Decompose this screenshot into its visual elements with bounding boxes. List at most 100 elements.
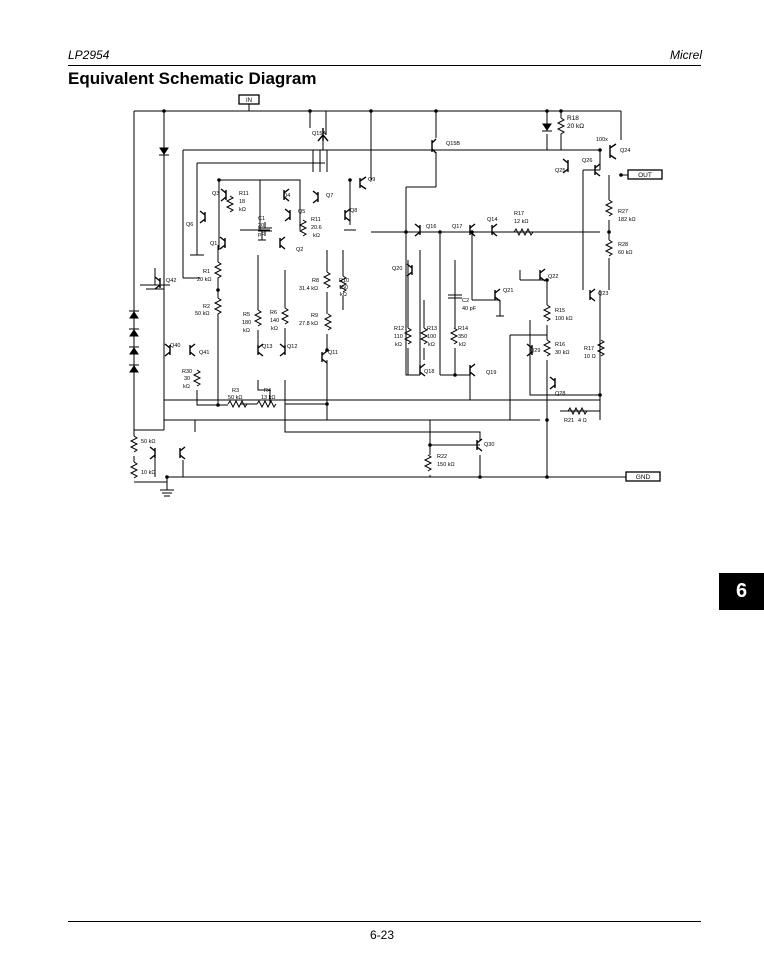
label-r21: R21 <box>564 418 574 424</box>
label-r8: R8 <box>312 278 319 284</box>
label-c2-value: 40 pF <box>462 306 477 312</box>
label-r11b-value: 20.6 <box>311 225 322 231</box>
label-q15a: Q15A <box>312 131 326 137</box>
label-r2-value: 50 kΩ <box>195 311 210 317</box>
label-q5: Q5 <box>298 209 305 215</box>
label-r5-unit: kΩ <box>243 328 250 334</box>
label-r11a-value: 18 <box>239 199 245 205</box>
label-r6-value: 140 <box>270 318 279 324</box>
label-q20: Q20 <box>392 266 402 272</box>
label-q22: Q22 <box>548 274 558 280</box>
label-r3-value: 50 kΩ <box>228 395 243 401</box>
label-q25: Q25 <box>555 168 565 174</box>
label-q40: Q40 <box>170 343 180 349</box>
label-q18: Q18 <box>424 369 434 375</box>
pin-gnd: GND <box>625 471 661 482</box>
label-r-50k: 50 kΩ <box>141 439 156 445</box>
label-q30: Q30 <box>484 442 494 448</box>
label-r11a-unit: kΩ <box>239 207 246 213</box>
label-r16-value: 30 kΩ <box>555 350 570 356</box>
label-q9: Q9 <box>368 177 375 183</box>
label-r12-unit: kΩ <box>395 342 402 348</box>
label-q13: Q13 <box>262 344 272 350</box>
label-100x: 100x <box>596 137 608 143</box>
label-c1-unit: pF <box>258 232 265 238</box>
transistors <box>149 128 617 460</box>
label-q17: Q17 <box>452 224 462 230</box>
label-r6-unit: kΩ <box>271 326 278 332</box>
pin-in-label: IN <box>246 98 252 104</box>
label-q29: Q29 <box>530 348 540 354</box>
label-r27: R27 <box>618 209 628 215</box>
label-q2: Q2 <box>296 247 303 253</box>
label-q23: Q23 <box>598 291 608 297</box>
label-q41: Q41 <box>199 350 209 356</box>
label-r2: R2 <box>203 304 210 310</box>
label-q3: Q3 <box>212 191 219 197</box>
label-r10-unit: kΩ <box>340 292 347 298</box>
label-q15b: Q15B <box>446 141 460 147</box>
label-c2: C2 <box>462 298 469 304</box>
label-q42: Q42 <box>166 278 176 284</box>
label-r17a-value: 12 kΩ <box>514 219 529 225</box>
label-r17b: R17 <box>584 346 594 352</box>
label-r9-value: 27.8 kΩ <box>299 321 318 327</box>
label-r14-value: 350 <box>458 334 467 340</box>
label-r28-value: 60 kΩ <box>618 250 633 256</box>
label-q7: Q7 <box>326 193 333 199</box>
label-r4: R4 <box>264 388 271 394</box>
label-r16: R16 <box>555 342 565 348</box>
label-c1-value: 20 <box>258 223 264 229</box>
label-r18-value: 20 kΩ <box>567 123 584 130</box>
label-r1: R1 <box>203 269 210 275</box>
label-q28: Q28 <box>555 391 565 397</box>
label-r5-value: 180 <box>242 320 251 326</box>
footer-rule <box>68 921 701 922</box>
label-r21-value: 4 Ω <box>578 418 587 424</box>
label-q19: Q19 <box>486 370 496 376</box>
label-r10: R10 <box>339 278 349 284</box>
label-r30-unit: kΩ <box>183 384 190 390</box>
header-part-number: LP2954 <box>68 48 110 62</box>
section-tab: 6 <box>719 573 764 610</box>
label-r28: R28 <box>618 242 628 248</box>
junction-dots <box>162 109 623 479</box>
label-r6: R6 <box>270 310 277 316</box>
supply-rails <box>133 104 628 497</box>
label-q11: Q11 <box>328 350 338 356</box>
page-title: Equivalent Schematic Diagram <box>68 69 317 88</box>
header-company: Micrel <box>670 48 702 62</box>
label-r22-value: 150 kΩ <box>437 462 455 468</box>
label-r5: R5 <box>243 312 250 318</box>
label-r8-value: 31.4 kΩ <box>299 286 318 292</box>
label-r9: R9 <box>311 313 318 319</box>
label-q6: Q6 <box>186 222 193 228</box>
label-r12-value: 110 <box>394 334 403 340</box>
label-r-10k: 10 kΩ <box>141 470 156 476</box>
label-r17a: R17 <box>514 211 524 217</box>
label-r14: R14 <box>458 326 468 332</box>
pin-out-label: OUT <box>638 172 652 179</box>
label-q14: Q14 <box>487 217 497 223</box>
label-q1: Q1 <box>210 241 217 247</box>
label-r17b-value: 10 Ω <box>584 354 596 360</box>
pin-out: OUT <box>627 169 663 180</box>
label-r27-value: 182 kΩ <box>618 217 636 223</box>
label-r14-unit: kΩ <box>459 342 466 348</box>
label-r30: R30 <box>182 369 192 375</box>
component-labels: Q15A Q15B Q9 Q3 Q4 Q7 Q5 Q6 Q8 Q1 Q2 Q42… <box>141 115 636 476</box>
label-q4: Q4 <box>283 193 290 199</box>
page-number: 6-23 <box>369 928 395 942</box>
label-r10-value: 150 <box>339 285 348 291</box>
label-r3: R3 <box>232 388 239 394</box>
label-r13-value: 100 <box>427 334 436 340</box>
label-r13-unit: kΩ <box>428 342 435 348</box>
capacitors <box>258 222 462 310</box>
label-r11b: R11 <box>311 217 321 223</box>
label-c1: C1 <box>258 216 265 222</box>
label-r11b-unit: kΩ <box>313 233 320 239</box>
label-q24: Q24 <box>620 148 630 154</box>
pin-in: IN <box>238 94 260 105</box>
pin-gnd-label: GND <box>636 474 651 481</box>
